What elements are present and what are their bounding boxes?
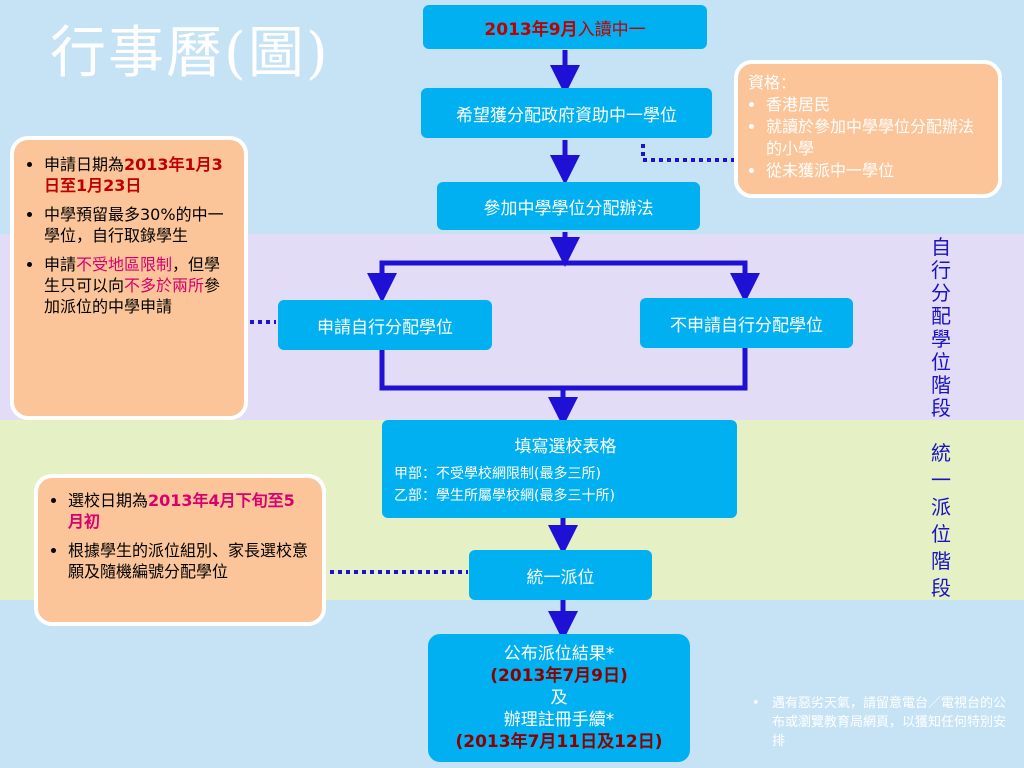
dp-stage-label: 自行分配學位階段 — [931, 235, 951, 420]
page-title: 行事曆(圖) — [50, 21, 330, 86]
dotted-eligibility-link — [641, 142, 735, 162]
cap-date: 2013年4月下旬至5月初 — [68, 491, 295, 531]
eligibility-note: 資格： 香港居民 就讀於參加中學學位分配辦法的小學 從未獲派中一學位 — [734, 60, 1002, 198]
choice-form-part-b: 乙部：學生所屬學校網(最多三十所) — [394, 487, 615, 504]
branch-merge — [379, 348, 748, 391]
dp-note-item: 申請不受地區限制，但學生只可以向不多於兩所參加派位的中學申請 — [44, 254, 232, 317]
footnote: • 遇有惡劣天氣，請留意電台／電視台的公布或瀏覽教育局網頁，以獲知任何特別安排 — [752, 694, 1014, 751]
choice-form-box: 填寫選校表格 甲部：不受學校網限制(最多三所) 乙部：學生所屬學校網(最多三十所… — [382, 420, 737, 518]
dp-note: 申請日期為2013年1月3日至1月23日 中學預留最多30%的中一學位，自行取錄… — [10, 136, 248, 420]
dp-date-prefix: 申請日期為 — [44, 155, 125, 174]
branch-split — [379, 260, 748, 290]
start-date: 2013年9月 — [484, 19, 578, 40]
eligibility-heading: 資格： — [748, 73, 797, 92]
eligibility-item: 從未獲派中一學位 — [766, 160, 988, 182]
eligibility-item: 就讀於參加中學學位分配辦法的小學 — [766, 116, 988, 160]
cap-note-item: 根據學生的派位組別、家長選校意願及隨機編號分配學位 — [68, 540, 308, 582]
cap-stage-label: 統一派位階段 — [931, 441, 951, 600]
dp-note-highlight: 不多於兩所 — [124, 276, 205, 295]
dp-note-item: 申請日期為2013年1月3日至1月23日 — [44, 154, 232, 196]
footnote-text: 遇有惡劣天氣，請留意電台／電視台的公布或瀏覽教育局網頁，以獲知任何特別安排 — [772, 696, 1007, 749]
result-line-3: 及 — [550, 688, 568, 708]
dp-note-item: 中學預留最多30%的中一學位，自行取錄學生 — [44, 204, 232, 246]
dp-note-text: ，但學生只可以向 — [44, 255, 221, 295]
not-apply-dp-box: 不申請自行分配學位 — [640, 298, 853, 348]
aspire-box: 希望獲分配政府資助中一學位 — [421, 88, 712, 138]
footnote-bullet: • — [752, 696, 760, 711]
eligibility-item: 香港居民 — [766, 94, 988, 116]
result-box: 公布派位結果* (2013年7月9日) 及 辦理註冊手續* (2013年7月11… — [428, 634, 690, 762]
apply-dp-box: 申請自行分配學位 — [278, 300, 492, 350]
result-line-1: 公布派位結果* — [503, 644, 615, 664]
central-allocation-box: 統一派位 — [469, 550, 652, 600]
result-line-5: (2013年7月11日及12日) — [455, 732, 663, 752]
cap-note-item: 選校日期為2013年4月下旬至5月初 — [68, 490, 308, 532]
choice-form-part-a: 甲部：不受學校網限制(最多三所) — [394, 465, 601, 482]
start-label: 入讀中一 — [577, 19, 646, 40]
start-box: 2013年9月 入讀中一 — [423, 5, 707, 49]
result-line-4: 辦理註冊手續* — [503, 710, 615, 730]
dp-note-text: 申請 — [44, 255, 77, 274]
join-box: 參加中學學位分配辦法 — [437, 182, 700, 230]
cap-note: 選校日期為2013年4月下旬至5月初 根據學生的派位組別、家長選校意願及隨機編號… — [34, 474, 326, 626]
choice-form-title: 填寫選校表格 — [514, 436, 617, 457]
result-line-2: (2013年7月9日) — [490, 666, 628, 686]
cap-date-prefix: 選校日期為 — [68, 491, 149, 510]
dp-date: 2013年1月3日至1月23日 — [44, 155, 223, 195]
dp-note-text: 參加派位的中學申請 — [44, 276, 221, 316]
dp-note-highlight: 不受地區限制 — [76, 255, 173, 274]
